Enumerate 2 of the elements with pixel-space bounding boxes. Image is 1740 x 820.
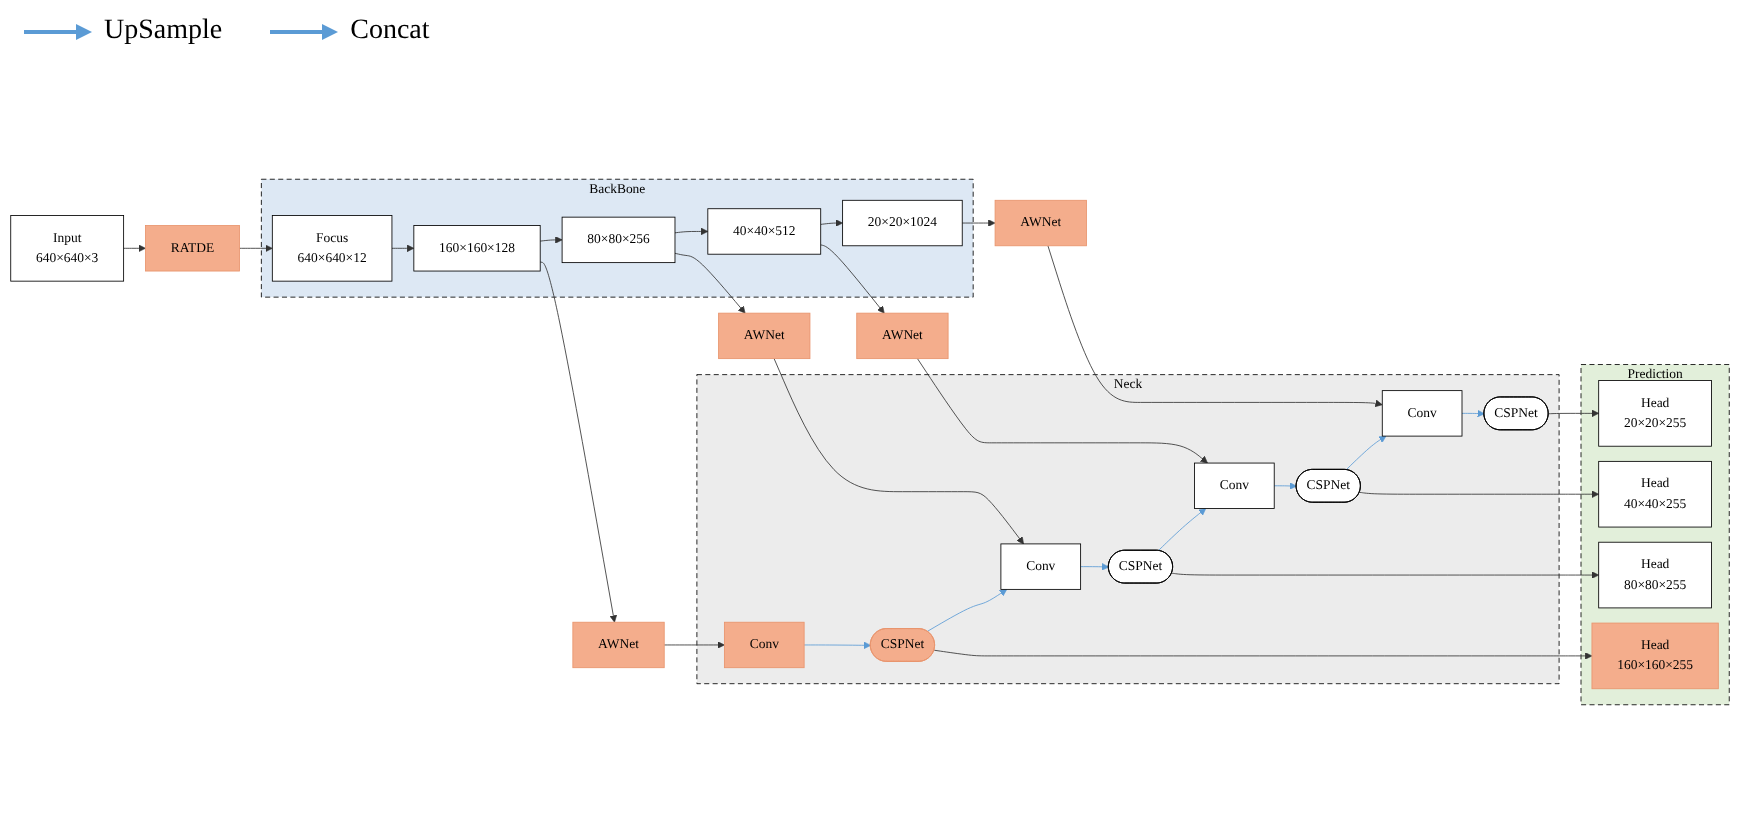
- legend-text: UpSample: [104, 16, 223, 48]
- legend-text: Concat: [350, 16, 430, 48]
